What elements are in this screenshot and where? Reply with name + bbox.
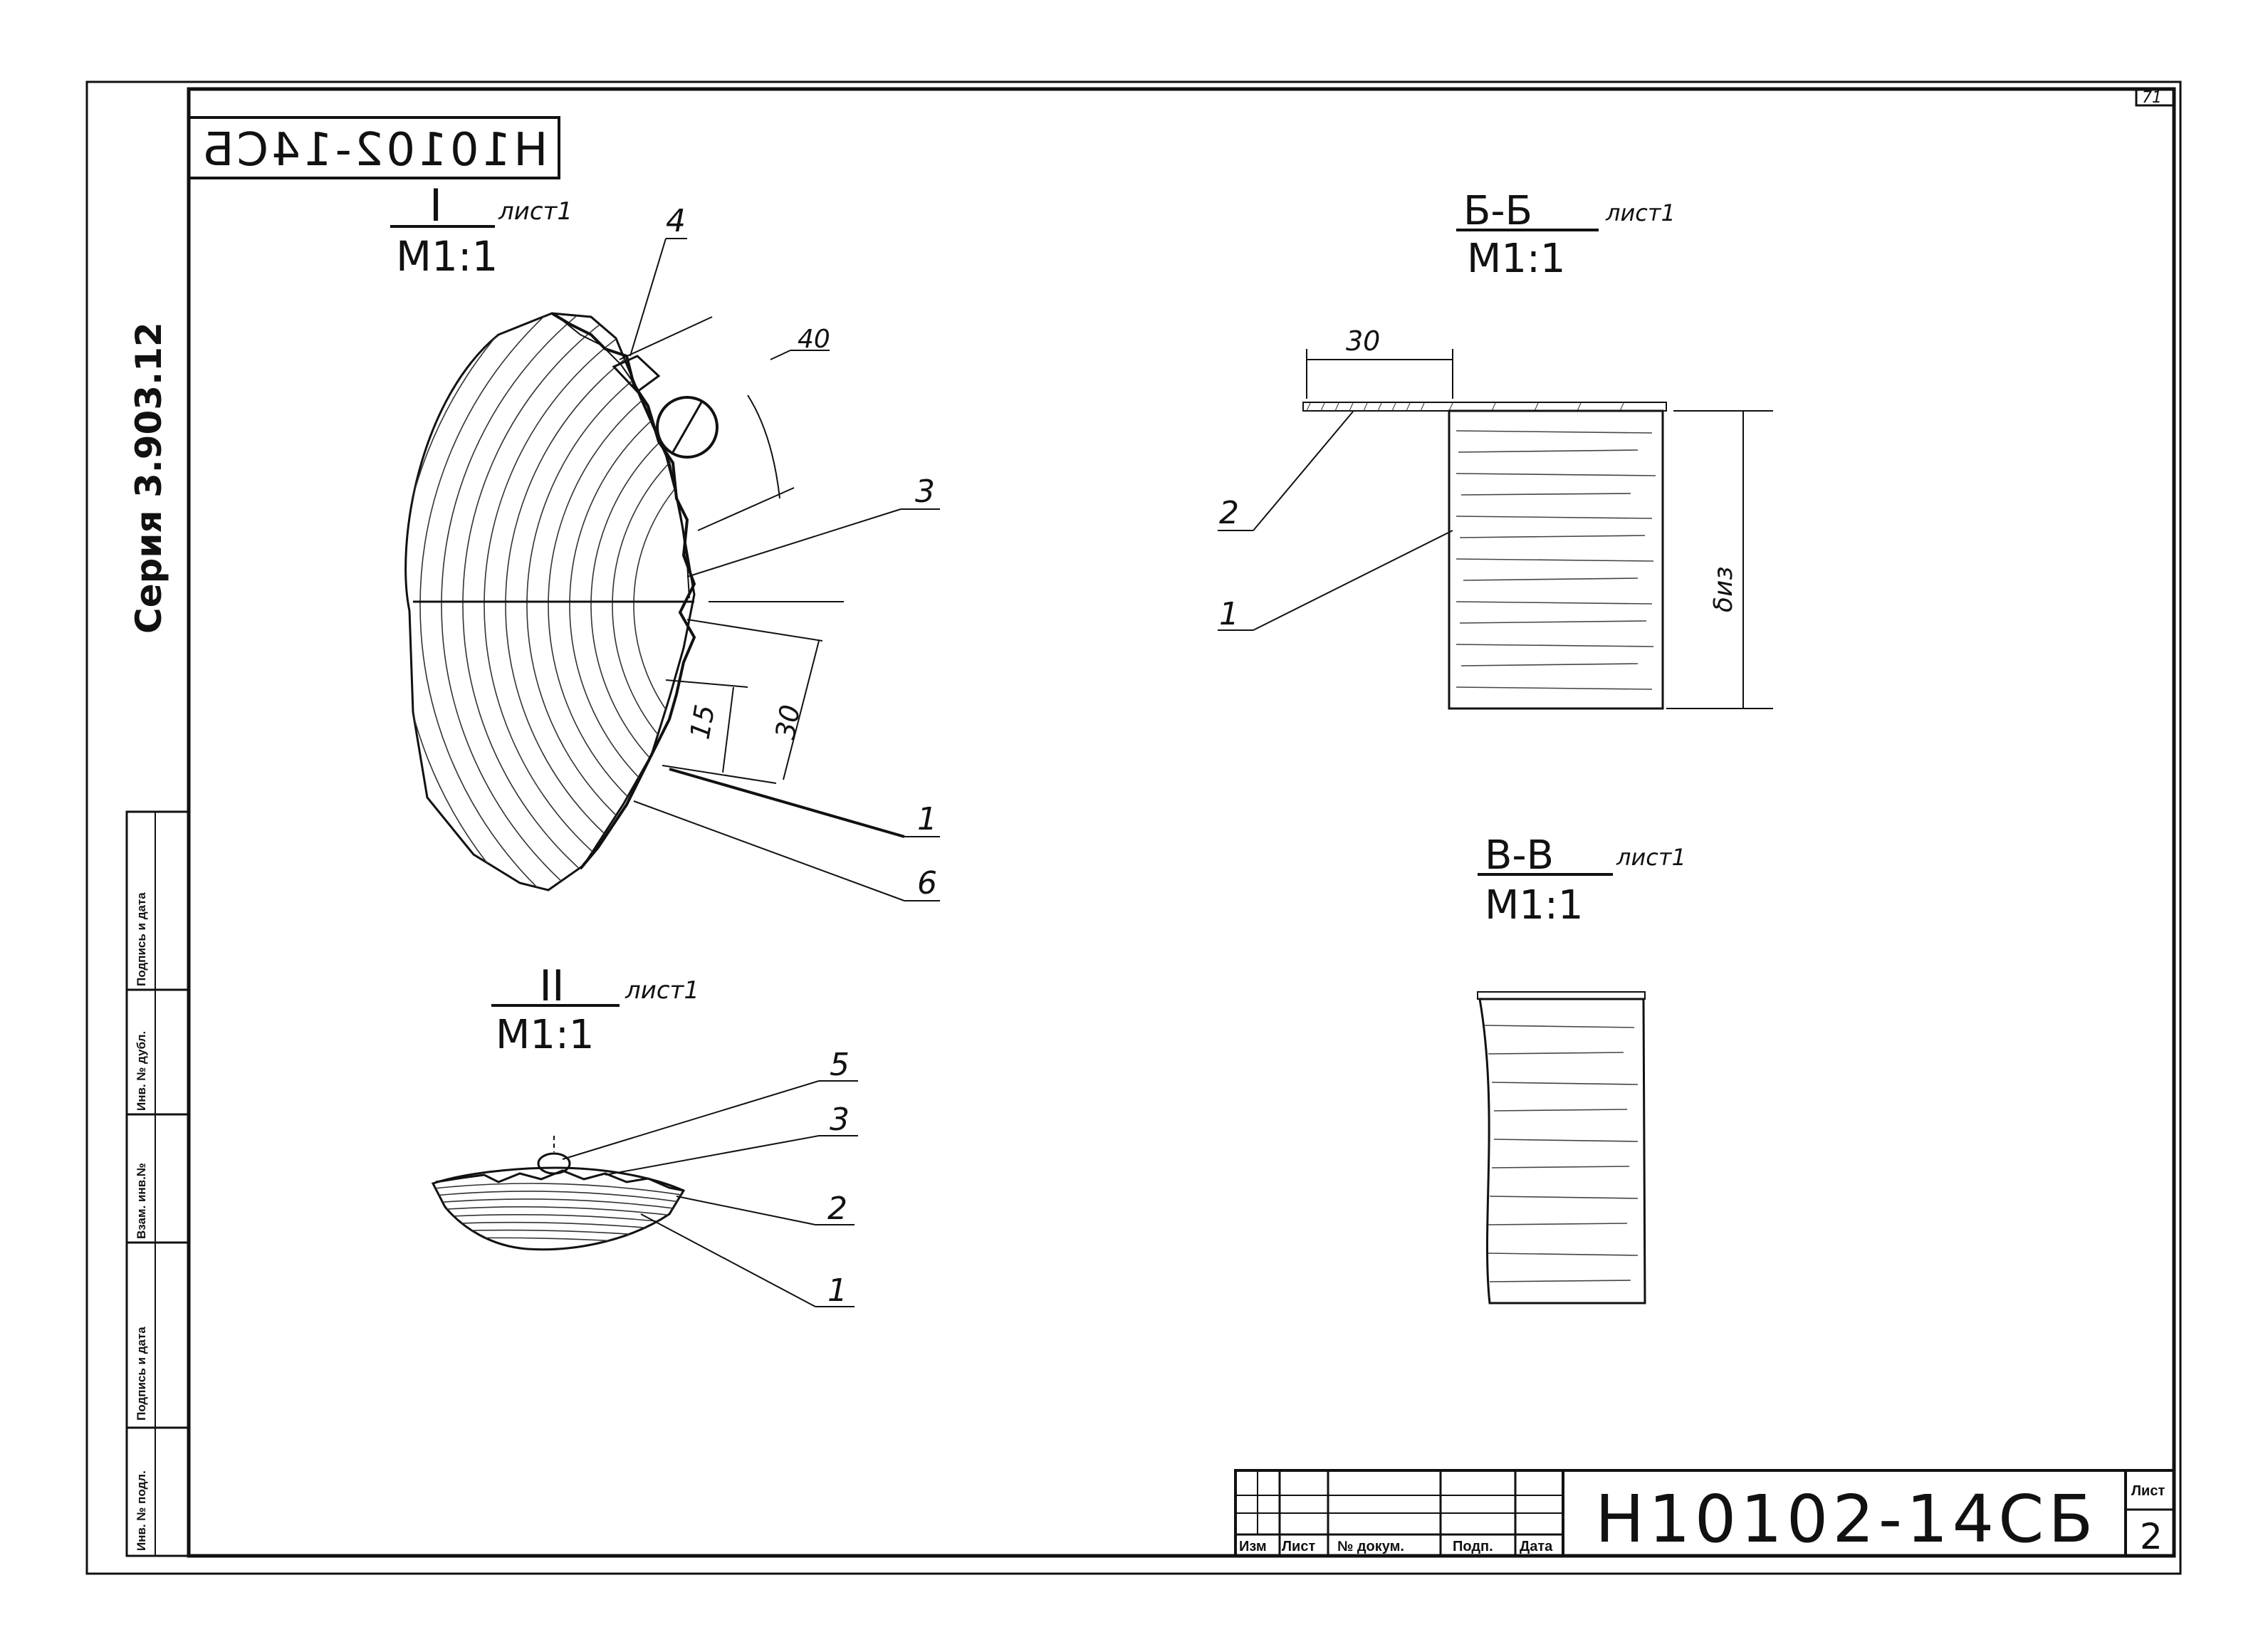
title-block-header-sign: Подп. xyxy=(1453,1539,1493,1554)
section-bb-scale: М1:1 xyxy=(1467,236,1565,282)
section-bb-dim-thickness: δиз xyxy=(1709,566,1738,612)
section-bb-sheet-ref: лист1 xyxy=(1605,199,1676,226)
view-2-title: II лист1 М1:1 xyxy=(491,961,699,1058)
view-2-callout-3: 3 xyxy=(830,1102,850,1138)
view-1-numeral: I xyxy=(429,179,442,231)
view-2-callout-2: 2 xyxy=(827,1191,847,1227)
side-cell-inv-podl: Инв. № подл. xyxy=(135,1470,148,1551)
view-1-dim-30: 30 xyxy=(770,702,807,741)
corner-sheet-box: 71 xyxy=(2135,89,2174,107)
view-1-dim-15: 15 xyxy=(684,702,721,741)
section-vv-drawing xyxy=(1477,991,1646,1304)
view-1-callout-4: 4 xyxy=(666,203,686,239)
title-block-header-list: Лист xyxy=(1282,1539,1315,1554)
view-1-title: I лист1 М1:1 xyxy=(390,179,573,281)
title-block-designation: Н10102-14СБ xyxy=(1595,1481,2097,1557)
view-2-callout-1: 1 xyxy=(827,1272,847,1309)
section-bb-title: Б-Б лист1 М1:1 xyxy=(1456,188,1676,282)
title-block-sheet-number: 2 xyxy=(2140,1516,2163,1557)
side-cell-podpis-1: Подпись и дата xyxy=(135,1327,148,1421)
section-vv-scale: М1:1 xyxy=(1485,882,1583,929)
title-block: Изм Лист № докум. Подп. Дата Н10102-14СБ… xyxy=(1234,1469,2175,1557)
side-stamp-strip: Инв. № подл. Подпись и дата Взам. инв.№ … xyxy=(125,810,190,1557)
corner-sheet-number: 71 xyxy=(2142,89,2162,107)
mirrored-stamp-text: Н10102-14СБ xyxy=(200,124,548,177)
view-1-sheet-ref: лист1 xyxy=(498,197,573,226)
section-bb-drawing: 30 δиз 2 1 xyxy=(1218,325,1773,710)
view-2-numeral: II xyxy=(539,961,564,1011)
side-cell-inv-dubl: Инв. № дубл. xyxy=(135,1031,148,1111)
section-bb-dim-30: 30 xyxy=(1346,325,1380,357)
section-vv-label: В-В xyxy=(1485,832,1554,879)
side-cell-podpis-2: Подпись и дата xyxy=(135,892,148,986)
section-bb-callout-1: 1 xyxy=(1219,596,1239,632)
title-block-sheet-label: Лист xyxy=(2131,1483,2165,1499)
view-1-callout-1: 1 xyxy=(917,801,937,837)
title-block-header-izm: Изм xyxy=(1239,1539,1267,1554)
series-label: Серия 3.903.12 xyxy=(128,322,169,634)
section-bb-callout-2: 2 xyxy=(1219,495,1239,531)
view-2-callout-5: 5 xyxy=(830,1047,850,1083)
view-1-callout-6: 6 xyxy=(917,865,937,901)
drawing-border xyxy=(187,87,2176,1558)
view-2-sheet-ref: лист1 xyxy=(625,976,699,1005)
side-cell-vzam-inv: Взам. инв.№ xyxy=(135,1163,148,1239)
view-1-drawing: 40 15 30 4 3 1 6 xyxy=(404,203,940,901)
title-block-header-date: Дата xyxy=(1520,1539,1553,1554)
section-vv-title: В-В лист1 М1:1 xyxy=(1478,832,1686,929)
view-2-drawing: 5 3 2 1 xyxy=(431,1047,858,1309)
view-1-callout-3: 3 xyxy=(915,474,935,510)
view-1-dim-40: 40 xyxy=(798,325,830,354)
section-vv-sheet-ref: лист1 xyxy=(1616,844,1686,871)
title-block-header-doc: № докум. xyxy=(1337,1539,1404,1554)
view-1-scale: М1:1 xyxy=(396,232,498,281)
outer-frame xyxy=(85,80,2182,1575)
mirrored-stamp-box: Н10102-14СБ xyxy=(187,116,560,179)
section-bb-label: Б-Б xyxy=(1463,188,1532,234)
view-2-scale: М1:1 xyxy=(496,1012,594,1058)
